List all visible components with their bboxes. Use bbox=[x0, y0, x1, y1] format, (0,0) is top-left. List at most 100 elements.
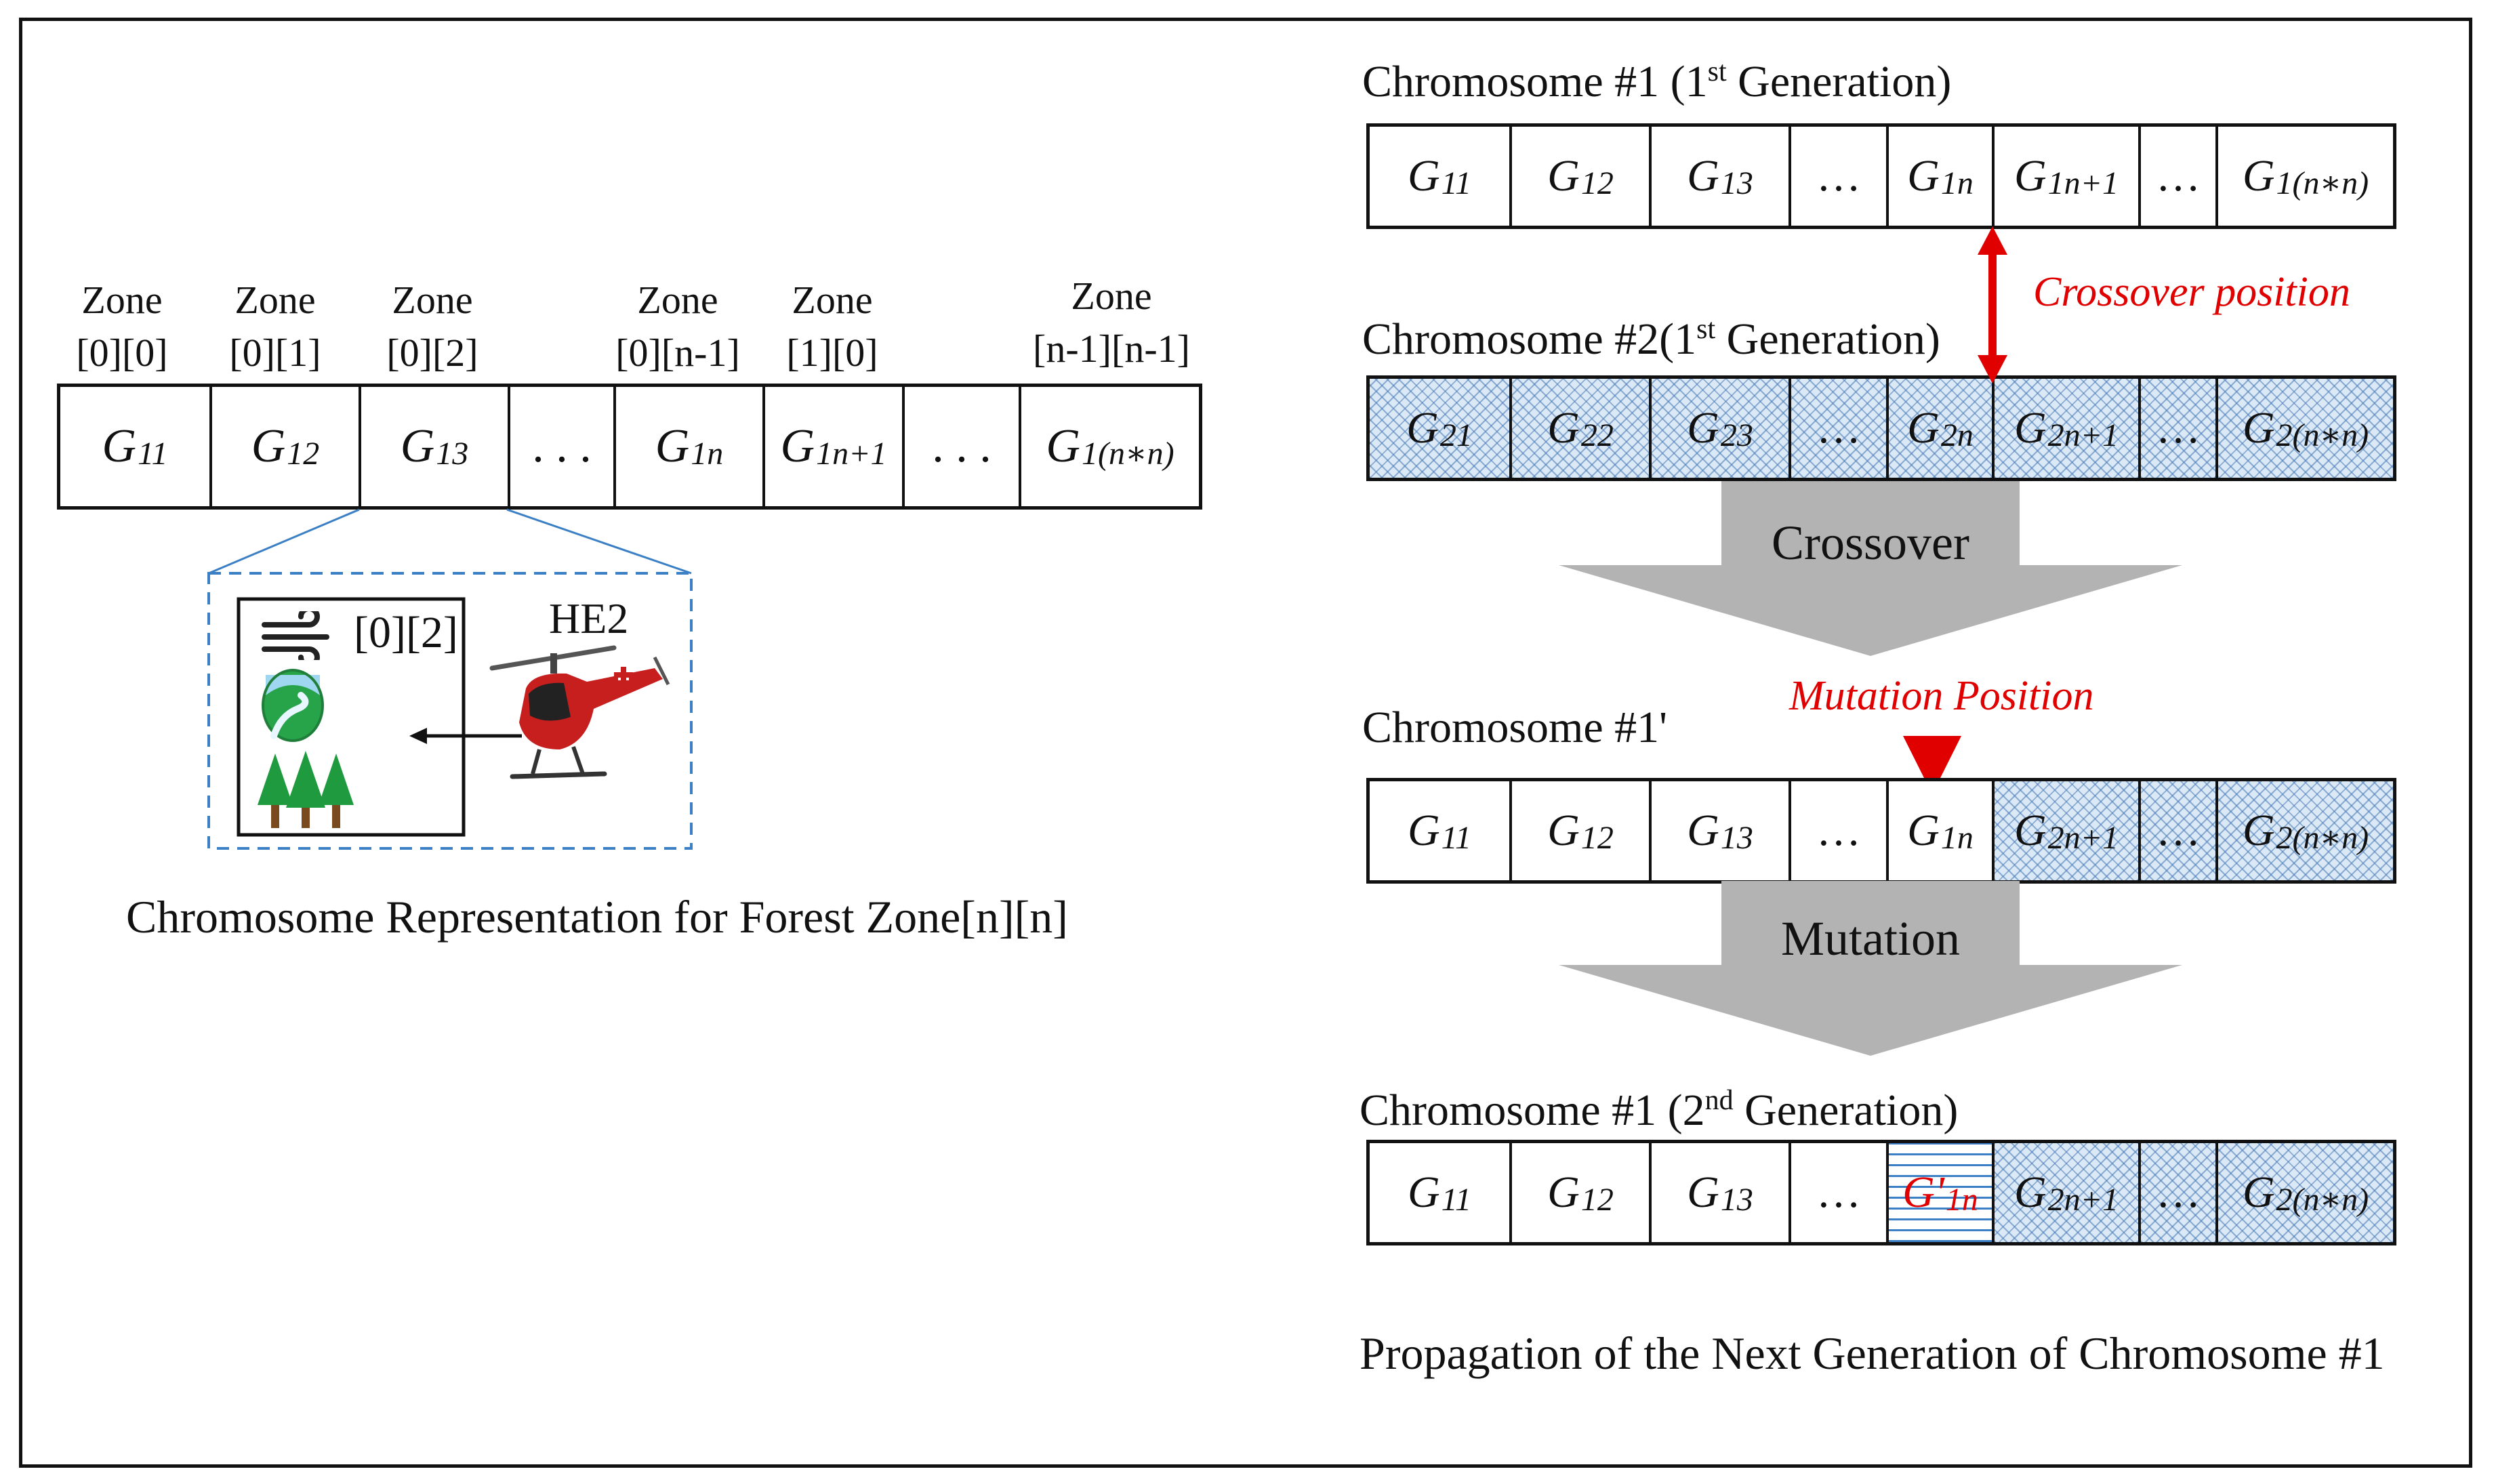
ellipsis-text: . . . bbox=[532, 420, 592, 472]
mutation-position-label: Mutation Position bbox=[1789, 673, 2094, 719]
zone-label: Zone[1][0] bbox=[786, 274, 878, 379]
ellipsis-cell: . . . bbox=[902, 387, 1019, 506]
gene-symbol: G bbox=[1407, 806, 1440, 855]
zone-index: [0][0] bbox=[76, 331, 168, 375]
gene-subscript: 12 bbox=[1580, 165, 1614, 201]
zoom-line-left bbox=[208, 508, 360, 575]
chromosome1-gen2-title-post: Generation) bbox=[1733, 1086, 1959, 1135]
gene-symbol: G bbox=[1907, 806, 1940, 855]
chromosome1-gen2-title-pre: Chromosome #1 (2 bbox=[1360, 1086, 1705, 1135]
zone-index: [1][0] bbox=[786, 331, 878, 375]
ellipsis-cell: . . . bbox=[508, 387, 613, 506]
gene-symbol: G bbox=[1407, 151, 1440, 201]
chromosome1-gen2-title-sup: nd bbox=[1704, 1085, 1734, 1116]
gene-subscript: 2(n∗n) bbox=[2276, 417, 2369, 453]
mutation-position-marker bbox=[1903, 736, 1961, 794]
gene-subscript: 11 bbox=[1441, 165, 1472, 201]
gene-subscript: 13 bbox=[1720, 819, 1753, 856]
gene-subscript: 22 bbox=[1580, 417, 1614, 453]
ellipsis-text: … bbox=[2156, 806, 2201, 855]
gene-subscript: 12 bbox=[1580, 819, 1614, 856]
gene-symbol: G bbox=[2242, 151, 2275, 201]
right-caption: Propagation of the Next Generation of Ch… bbox=[1360, 1327, 2385, 1379]
gene-symbol: G bbox=[1406, 403, 1439, 453]
ellipsis-text: … bbox=[1816, 151, 1861, 201]
detail-dashed-box bbox=[207, 572, 693, 850]
gene-subscript: 2n bbox=[1940, 417, 1974, 453]
gene-symbol: G bbox=[655, 420, 690, 472]
zone-word: Zone bbox=[81, 278, 163, 322]
gene-symbol: G bbox=[1547, 403, 1580, 453]
gene-subscript: 13 bbox=[1720, 165, 1753, 201]
gene-subscript: 2n+1 bbox=[2047, 1181, 2119, 1218]
ellipsis-cell: … bbox=[2138, 781, 2215, 880]
gene-symbol: G bbox=[1907, 151, 1940, 201]
gene-symbol: G bbox=[2242, 1168, 2275, 1217]
chromosome2-title-post: Generation) bbox=[1715, 314, 1940, 364]
gene-symbol: G bbox=[1907, 403, 1940, 453]
crossover-label: Crossover bbox=[1772, 516, 1969, 570]
chromosome1-title: Chromosome #1 (1st Generation) bbox=[1362, 45, 1951, 109]
gene-symbol: G' bbox=[1902, 1168, 1944, 1217]
gene-subscript: 1n bbox=[1940, 819, 1974, 856]
chromosome1-prime-title: Chromosome #1' bbox=[1362, 703, 1668, 752]
gene-subscript: 23 bbox=[1720, 417, 1753, 453]
zone-word: Zone bbox=[1071, 274, 1152, 318]
zone-label: Zone [0][n-1] bbox=[615, 274, 740, 379]
gene-subscript: 2(n∗n) bbox=[2276, 820, 2369, 856]
figure-frame bbox=[19, 18, 2472, 1468]
gene-subscript: 2n+1 bbox=[2047, 417, 2119, 453]
ellipsis-text: … bbox=[2156, 151, 2201, 201]
crossover-position-label: Crossover position bbox=[2033, 269, 2350, 315]
gene-subscript: 1(n∗n) bbox=[2276, 165, 2369, 201]
zoom-line-right bbox=[506, 508, 692, 575]
gene-subscript: 13 bbox=[1720, 1181, 1753, 1218]
gene-cell: G'1n bbox=[1886, 1143, 1992, 1242]
chromosome2-title-pre: Chromosome #2(1 bbox=[1362, 314, 1697, 364]
helicopter-label: HE2 bbox=[549, 594, 629, 642]
gene-subscript: 1n bbox=[1940, 165, 1974, 201]
ellipsis-cell: … bbox=[1788, 1143, 1886, 1242]
ellipsis-cell: … bbox=[2138, 127, 2215, 226]
mutation-label: Mutation bbox=[1781, 911, 1960, 966]
ellipsis-text: … bbox=[1816, 806, 1861, 855]
chromosome1-title-post: Generation) bbox=[1726, 57, 1952, 106]
chromosome1-title-pre: Chromosome #1 (1 bbox=[1362, 57, 1708, 106]
zone-label: Zone[0][2] bbox=[386, 274, 478, 379]
forest-icon bbox=[258, 751, 354, 828]
gene-symbol: G bbox=[1547, 1168, 1580, 1217]
gene-subscript: 11 bbox=[138, 435, 168, 472]
gene-symbol: G bbox=[251, 420, 286, 472]
ellipsis-text: … bbox=[1816, 403, 1861, 453]
gene-symbol: G bbox=[2013, 151, 2047, 201]
zone-index: [0][n-1] bbox=[615, 331, 740, 375]
crossover-arrow bbox=[1559, 481, 2182, 656]
ellipsis-text: … bbox=[1816, 1168, 1861, 1217]
gene-symbol: G bbox=[780, 420, 815, 472]
ellipsis-cell: … bbox=[1788, 781, 1886, 880]
ellipsis-cell: … bbox=[1788, 379, 1886, 478]
chromosome2-title: Chromosome #2(1st Generation) bbox=[1362, 302, 1940, 367]
zone-word: Zone bbox=[637, 278, 718, 322]
mutation-arrow bbox=[1559, 881, 2182, 1056]
gene-subscript: 12 bbox=[287, 435, 320, 472]
